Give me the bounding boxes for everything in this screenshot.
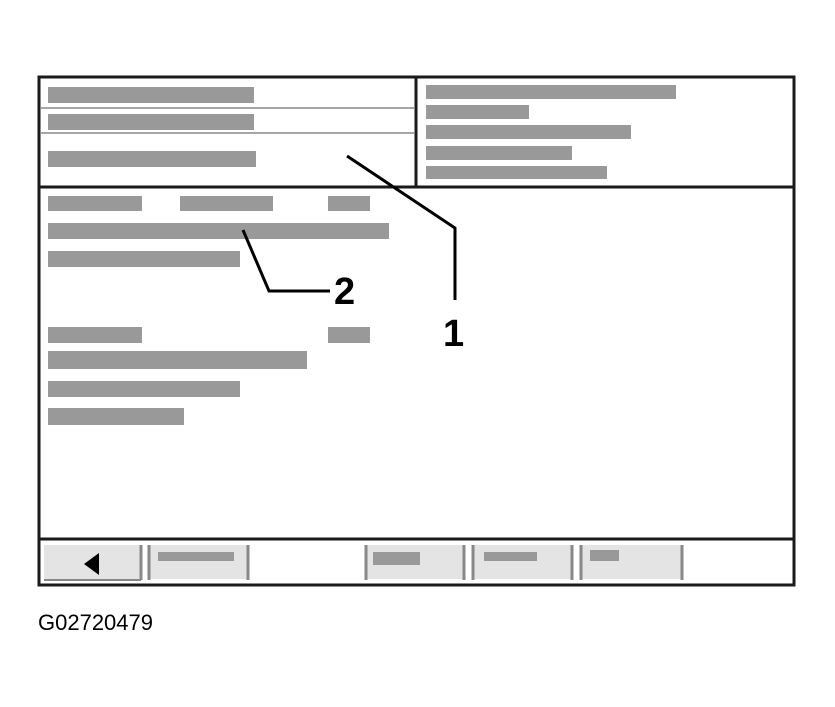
callout-2-leader [241, 229, 330, 293]
header-right-bar-2 [426, 105, 529, 119]
main-bar-1a [48, 196, 142, 211]
header-left-bar-1 [48, 87, 254, 103]
back-button[interactable] [44, 545, 143, 581]
callout-1-leader [346, 154, 457, 300]
header-right-bar-1 [426, 85, 676, 99]
toolbar-button-4[interactable] [471, 545, 574, 580]
main-bar-3 [48, 251, 240, 267]
callout-2-label: 2 [334, 271, 355, 313]
figure-caption: G02720479 [38, 610, 153, 635]
main-bar-6 [48, 381, 240, 397]
callout-1-label: 1 [443, 313, 464, 355]
main-bar-5 [48, 351, 307, 369]
main-bar-4b [328, 327, 370, 343]
main-bar-1b [180, 196, 273, 211]
header-right-bar-3 [426, 125, 631, 139]
triangle-left-icon [84, 553, 99, 575]
main-bar-7 [48, 408, 184, 425]
toolbar-button-3[interactable] [364, 545, 466, 580]
header-right-bar-5 [426, 166, 607, 179]
main-bar-4a [48, 327, 142, 343]
main-bar-2 [48, 223, 389, 239]
header-right-bar-4 [426, 146, 572, 160]
toolbar-button-5[interactable] [579, 545, 684, 580]
header-left-bar-3 [48, 151, 256, 167]
header-left-bar-2 [48, 114, 254, 130]
main-bar-1c [328, 196, 370, 211]
toolbar-button-2[interactable] [147, 545, 250, 580]
